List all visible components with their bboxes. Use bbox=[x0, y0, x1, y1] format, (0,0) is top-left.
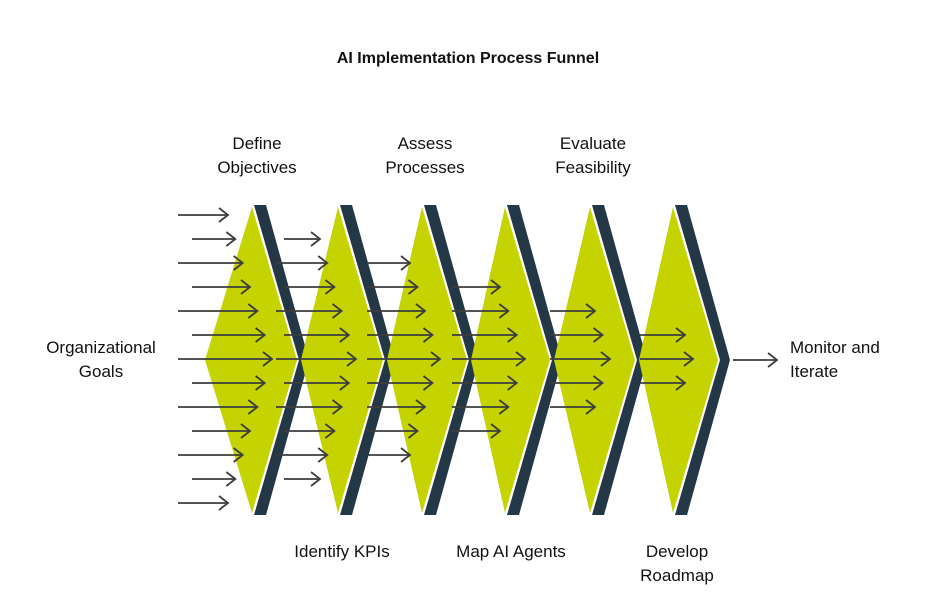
chevron-stage-4 bbox=[471, 207, 550, 513]
flow-arrow-head bbox=[310, 231, 322, 247]
flow-arrow-head bbox=[247, 399, 259, 415]
flow-arrow-head bbox=[255, 375, 267, 391]
flow-arrow-head bbox=[592, 375, 604, 391]
chevron-band-4 bbox=[507, 205, 562, 515]
output-arrow-head bbox=[767, 352, 779, 368]
flow-arrow-head bbox=[507, 375, 519, 391]
flow-arrow-head bbox=[324, 279, 336, 295]
flow-arrow-head bbox=[218, 495, 230, 511]
flow-arrow-head bbox=[585, 303, 597, 319]
flow-arrow-head bbox=[317, 447, 329, 463]
flow-arrow-head bbox=[490, 279, 502, 295]
flow-arrow-head bbox=[422, 327, 434, 343]
flow-arrow-head bbox=[225, 231, 237, 247]
chevron-band-2 bbox=[340, 205, 395, 515]
flow-arrow-head bbox=[332, 399, 344, 415]
flow-arrow-head bbox=[407, 423, 419, 439]
flow-arrow-head bbox=[498, 399, 510, 415]
flow-arrow-head bbox=[262, 351, 274, 367]
flow-arrow-head bbox=[346, 351, 358, 367]
flow-arrow-head bbox=[683, 351, 695, 367]
flow-arrow-head bbox=[415, 399, 427, 415]
flow-arrow-head bbox=[240, 423, 252, 439]
diagram-title: AI Implementation Process Funnel bbox=[336, 50, 600, 67]
flow-arrow-head bbox=[585, 399, 597, 415]
chevron-band-1 bbox=[254, 205, 309, 515]
flow-arrow-head bbox=[592, 327, 604, 343]
flow-arrow-head bbox=[430, 351, 442, 367]
flow-arrow-head bbox=[255, 327, 267, 343]
flow-arrow-head bbox=[422, 375, 434, 391]
flow-arrow-head bbox=[247, 303, 259, 319]
flow-arrow-head bbox=[240, 279, 252, 295]
chevron-stage-6 bbox=[639, 207, 718, 513]
stage-label-map-ai-agents: Map AI Agents bbox=[456, 542, 566, 561]
flow-arrow-head bbox=[675, 327, 687, 343]
chevron-stage-3 bbox=[387, 207, 467, 513]
flow-arrow-head bbox=[675, 375, 687, 391]
flow-arrow-head bbox=[324, 423, 336, 439]
flow-arrow-head bbox=[339, 327, 351, 343]
flow-arrow-head bbox=[400, 447, 412, 463]
flow-arrow-head bbox=[515, 351, 527, 367]
flow-arrow-head bbox=[225, 471, 237, 487]
flow-arrow-head bbox=[407, 279, 419, 295]
flow-arrow-head bbox=[332, 303, 344, 319]
flow-arrow-head bbox=[317, 255, 329, 271]
chevron-band-6 bbox=[675, 205, 730, 515]
stage-label-identify-kpis: Identify KPIs bbox=[294, 542, 390, 561]
flow-arrow-head bbox=[490, 423, 502, 439]
flow-arrow-head bbox=[600, 351, 612, 367]
chevron-band-5 bbox=[592, 205, 647, 515]
flow-arrow-head bbox=[400, 255, 412, 271]
flow-arrow-head bbox=[233, 255, 245, 271]
flow-arrow-head bbox=[339, 375, 351, 391]
flow-arrow-head bbox=[310, 471, 322, 487]
flow-arrow-head bbox=[415, 303, 427, 319]
chevron-stage-1 bbox=[205, 207, 297, 513]
chevron-stage-5 bbox=[554, 207, 635, 513]
chevron-band-3 bbox=[424, 205, 479, 515]
flow-arrow-head bbox=[233, 447, 245, 463]
flow-arrow-head bbox=[218, 207, 230, 223]
flow-arrow-head bbox=[507, 327, 519, 343]
flow-arrow-head bbox=[498, 303, 510, 319]
chevron-stage-2 bbox=[301, 207, 383, 513]
